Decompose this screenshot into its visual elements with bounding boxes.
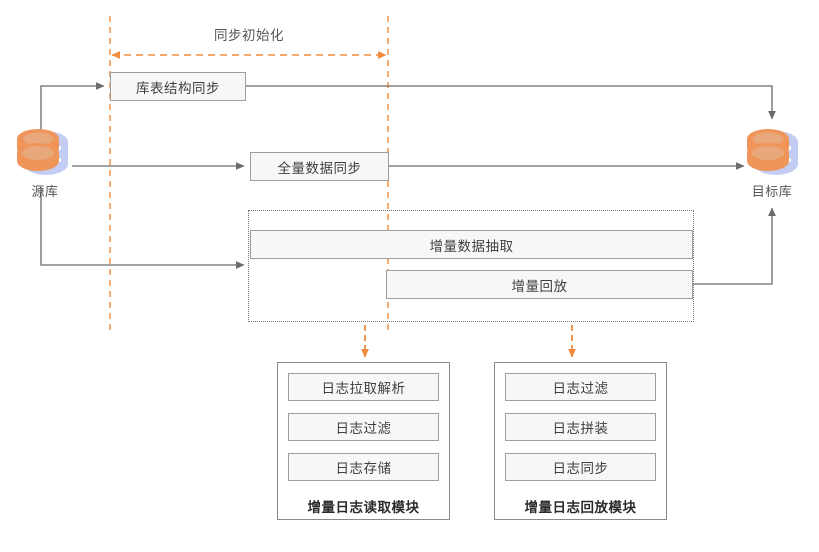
edge-source-to-schema: [40, 82, 105, 145]
log-replay-module-frame: [494, 362, 667, 520]
log-read-item-0[interactable]: 日志拉取解析: [288, 373, 439, 401]
log-read-module-caption: 增量日志读取模块: [307, 500, 420, 516]
source-database-label: 源库: [31, 185, 59, 200]
stage-box-full-data-sync[interactable]: 全量数据同步: [250, 152, 389, 181]
log-replay-module-caption: 增量日志回放模块: [524, 500, 637, 516]
log-replay-item-2[interactable]: 日志同步: [505, 453, 656, 481]
log-read-module-frame: [277, 362, 450, 520]
log-replay-item-0[interactable]: 日志过滤: [505, 373, 656, 401]
incremental-stage-group: [248, 210, 694, 322]
phase-label-init: 同步初始化: [214, 28, 284, 44]
stage-box-incremental-extract[interactable]: 增量数据抽取: [250, 230, 693, 259]
edge-schema-to-target: [246, 85, 776, 120]
stage-box-schema-sync[interactable]: 库表结构同步: [110, 72, 246, 101]
stage-box-incremental-replay[interactable]: 增量回放: [386, 270, 693, 299]
log-read-item-2[interactable]: 日志存储: [288, 453, 439, 481]
source-database-icon: [14, 124, 70, 176]
log-replay-item-1[interactable]: 日志拼装: [505, 413, 656, 441]
edge-source-to-increment: [40, 187, 245, 269]
target-database-icon: [744, 124, 800, 176]
edge-replay-to-target: [693, 207, 776, 285]
target-database-label: 目标库: [751, 185, 793, 200]
log-read-item-1[interactable]: 日志过滤: [288, 413, 439, 441]
